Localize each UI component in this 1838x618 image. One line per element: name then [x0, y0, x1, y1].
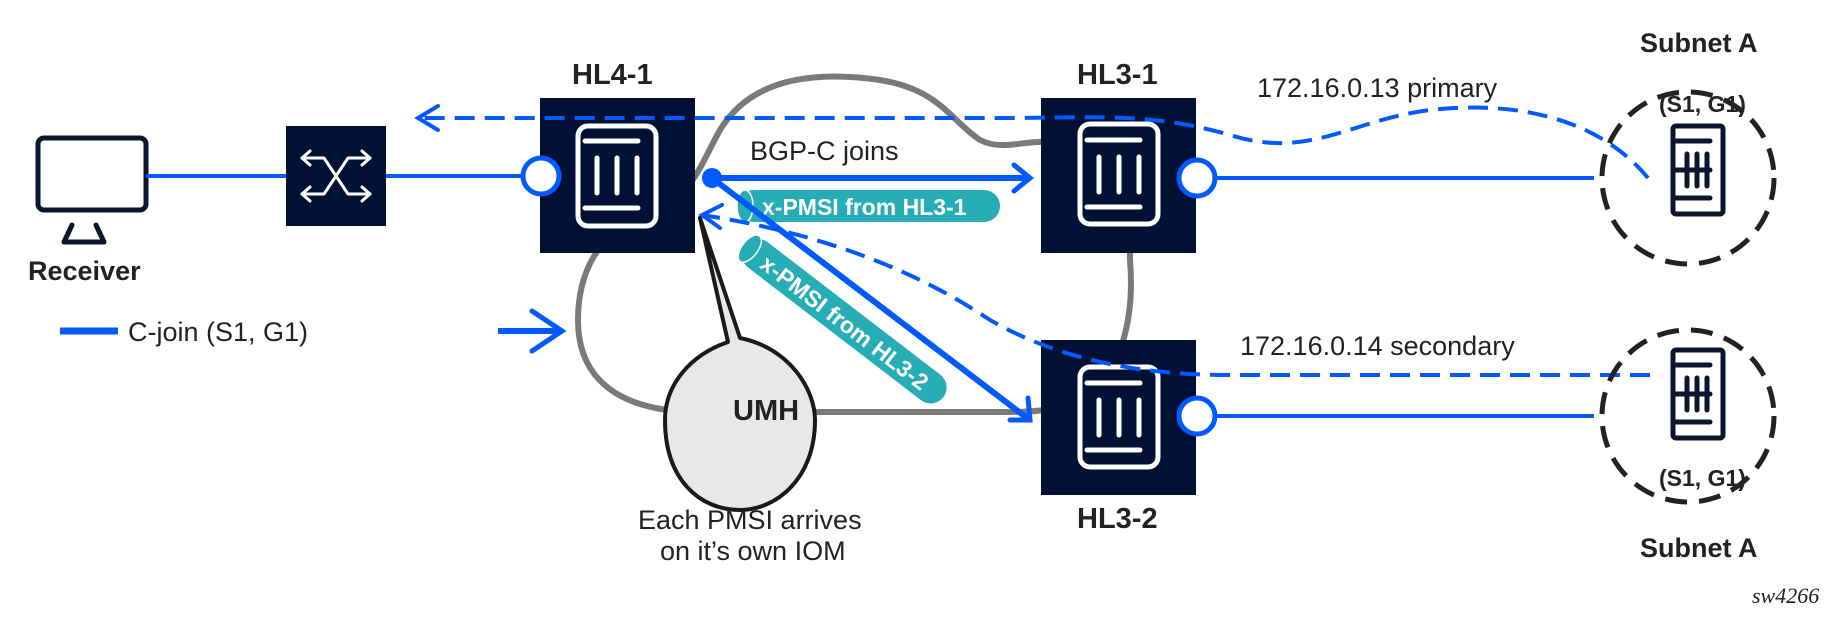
provider-cloud	[574, 73, 1134, 415]
hl3-2-label: HL3-2	[1077, 503, 1158, 535]
switch-icon	[286, 126, 386, 226]
secondary-link-label: 172.16.0.14 secondary	[1240, 331, 1515, 361]
arrowhead-icon	[698, 203, 724, 230]
bgp-c-joins-label: BGP-C joins	[750, 136, 899, 166]
subnet-top-label: Subnet A	[1640, 28, 1758, 58]
hl3-2-port	[1176, 395, 1218, 437]
subnet-bottom-label: Subnet A	[1640, 533, 1758, 563]
hl4-1-label: HL4-1	[572, 59, 653, 91]
hl3-1-label: HL3-1	[1077, 59, 1158, 91]
primary-link-label: 172.16.0.13 primary	[1257, 73, 1498, 103]
arrowhead-icon	[1007, 395, 1033, 423]
subnet-bottom-server-icon	[1670, 347, 1726, 441]
subnet-top-group: (S1, G1)	[1659, 91, 1746, 117]
arrowhead-icon	[1011, 162, 1034, 194]
bgp-join-to-hl3-2	[710, 175, 1029, 421]
hl4-1-port	[520, 155, 562, 197]
pmsi-tunnel-hl3-1: x-PMSI from HL3-1	[736, 189, 1000, 223]
router-icon	[575, 123, 659, 229]
figure-id: sw4266	[1752, 583, 1819, 608]
subnet-top-boundary	[1599, 89, 1777, 267]
hl4-1-router[interactable]	[540, 98, 695, 253]
hl3-2-router[interactable]	[1041, 340, 1196, 495]
router-icon	[1077, 364, 1161, 470]
umh-note-line2: on it’s own IOM	[660, 536, 846, 566]
legend-arrowhead-icon	[529, 308, 567, 354]
hl3-1-port	[1176, 157, 1218, 199]
legend-c-join-label: C-join (S1, G1)	[128, 317, 308, 347]
router-icon	[1077, 121, 1161, 227]
subnet-top-server-icon	[1670, 123, 1726, 217]
hl3-1-router[interactable]	[1041, 98, 1196, 253]
subnet-bottom-boundary	[1599, 327, 1777, 505]
umh-note-line1: Each PMSI arrives	[638, 505, 862, 535]
receiver-monitor-icon	[35, 135, 149, 245]
svg-text:UMH: UMH	[733, 395, 799, 427]
arrowhead-icon	[414, 104, 440, 132]
secondary-multicast-path	[701, 213, 1650, 377]
umh-callout: UMH	[663, 216, 817, 512]
receiver-label: Receiver	[28, 256, 141, 286]
primary-multicast-path	[418, 105, 1650, 180]
svg-text:x-PMSI from HL3-1: x-PMSI from HL3-1	[762, 194, 967, 220]
subnet-bottom-group: (S1, G1)	[1659, 465, 1746, 491]
